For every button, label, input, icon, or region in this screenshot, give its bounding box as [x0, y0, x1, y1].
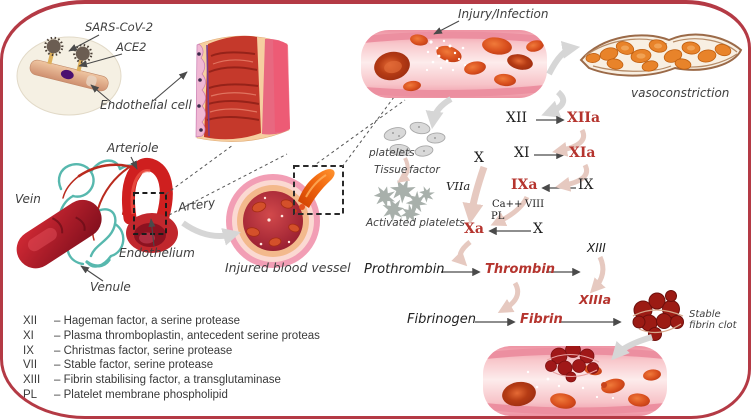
label-pointer-arrows — [80, 20, 460, 282]
vein-illustration — [16, 199, 102, 269]
legend-desc: – Hageman factor, a serine protease — [54, 315, 241, 327]
figure-artwork — [16, 20, 743, 416]
factor-x-intrinsic: X — [474, 150, 484, 166]
stable-fibrin-clot-label: Stable fibrin clot — [689, 309, 737, 331]
legend-code: XI — [23, 329, 34, 342]
factor-ix: IX — [578, 177, 594, 193]
platelet-speckles — [392, 126, 436, 152]
inset-endothelial-illustration — [16, 36, 122, 116]
legend-code: XIII — [23, 374, 41, 387]
top-vessel-illustration — [361, 30, 547, 98]
factor-xa: Xa — [464, 221, 484, 237]
platelets-label: platelets — [369, 147, 415, 159]
artery-zoom-dashes — [133, 144, 288, 235]
legend-desc: – Stable factor, serine protease — [54, 359, 214, 372]
virus-particle-icon — [73, 43, 93, 64]
injury-infection-label: Injury/Infection — [458, 7, 549, 21]
catalysis-arrows — [397, 128, 606, 313]
fibrinogen-label: Fibrinogen — [407, 312, 476, 327]
vasoconstriction-label: vasoconstriction — [631, 86, 730, 100]
cofactor-viii: VIII — [525, 199, 545, 210]
injured-vessel-illustration — [226, 92, 406, 268]
endothelial-dots — [197, 52, 203, 132]
venule-label: Venule — [90, 280, 131, 294]
factor-ixa: IXa — [511, 177, 538, 193]
factor-xiiia: XIIIa — [579, 292, 612, 307]
legend-desc: – Plasma thromboplastin, antecedent seri… — [54, 329, 320, 342]
injury-zoom-rect — [293, 165, 344, 215]
arteriole-label: Arteriole — [107, 141, 159, 155]
injured-vessel-label: Injured blood vessel — [225, 260, 351, 275]
fibrin-clot-illustration — [632, 290, 684, 341]
injury-debris — [425, 39, 467, 72]
gray-flow-arrows — [181, 40, 653, 361]
legend-desc: – Platelet membrane phospholipid — [54, 388, 228, 401]
legend-desc: – Christmas factor, serine protease — [54, 344, 233, 357]
fibrin-label: Fibrin — [520, 312, 563, 327]
legend-item: XII – Hageman factor, a serine protease — [23, 314, 320, 329]
activated-platelets-label: Activated platelets — [366, 217, 465, 229]
cofactor-pl: PL — [491, 211, 505, 222]
legend-item: XIII – Fibrin stabilising factor, a trans… — [23, 373, 320, 388]
blood-spurt-illustration — [293, 169, 335, 213]
vessel-wall-illustration — [195, 35, 290, 142]
platelets-illustration — [383, 121, 446, 157]
fibrin-strands — [632, 309, 684, 334]
legend-item: XI – Plasma thromboplastin, antecedent se… — [23, 329, 320, 344]
vasoconstriction-illustration — [579, 33, 743, 77]
inset-label-arrows — [68, 34, 188, 103]
endothelium-label: Endothelium — [119, 246, 195, 260]
legend-code: VII — [23, 359, 38, 372]
factor-xia: XIa — [569, 145, 596, 161]
virus-particle-icon — [44, 36, 64, 57]
bottom-vessel-illustration — [483, 346, 667, 416]
factor-legend: XII – Hageman factor, a serine protease X… — [23, 314, 320, 403]
factor-xiia: XIIa — [567, 110, 601, 126]
legend-item: VII – Stable factor, serine protease — [23, 358, 320, 373]
factor-x-common: X — [533, 221, 543, 237]
factor-xiii: XIII — [587, 241, 606, 255]
vessel-clot — [545, 346, 599, 383]
legend-code: PL — [23, 388, 38, 401]
legend-code: XII — [23, 315, 38, 327]
factor-viia: VIIa — [446, 179, 471, 193]
factor-label: factor — [409, 164, 440, 176]
vein-label: Vein — [15, 192, 41, 206]
legend-desc: – Fibrin stabilising factor, a transglut… — [54, 374, 281, 387]
ace2-label: ACE2 — [116, 40, 147, 54]
legend-item: IX – Christmas factor, serine protease — [23, 344, 320, 359]
thrombin-label: Thrombin — [485, 262, 556, 277]
factor-xii: XII — [506, 110, 528, 126]
tissue-label: Tissue — [374, 164, 408, 176]
factor-xi: XI — [514, 145, 530, 161]
sars-cov2-label: SARS-CoV-2 — [85, 20, 154, 34]
legend-code: IX — [23, 344, 34, 357]
cofactor-ca: Ca++ — [492, 199, 523, 210]
endothelial-cell-label: Endothelial cell — [100, 98, 192, 112]
legend-item: PL – Platelet membrane phospholipid — [23, 388, 320, 403]
prothrombin-label: Prothrombin — [364, 262, 445, 277]
